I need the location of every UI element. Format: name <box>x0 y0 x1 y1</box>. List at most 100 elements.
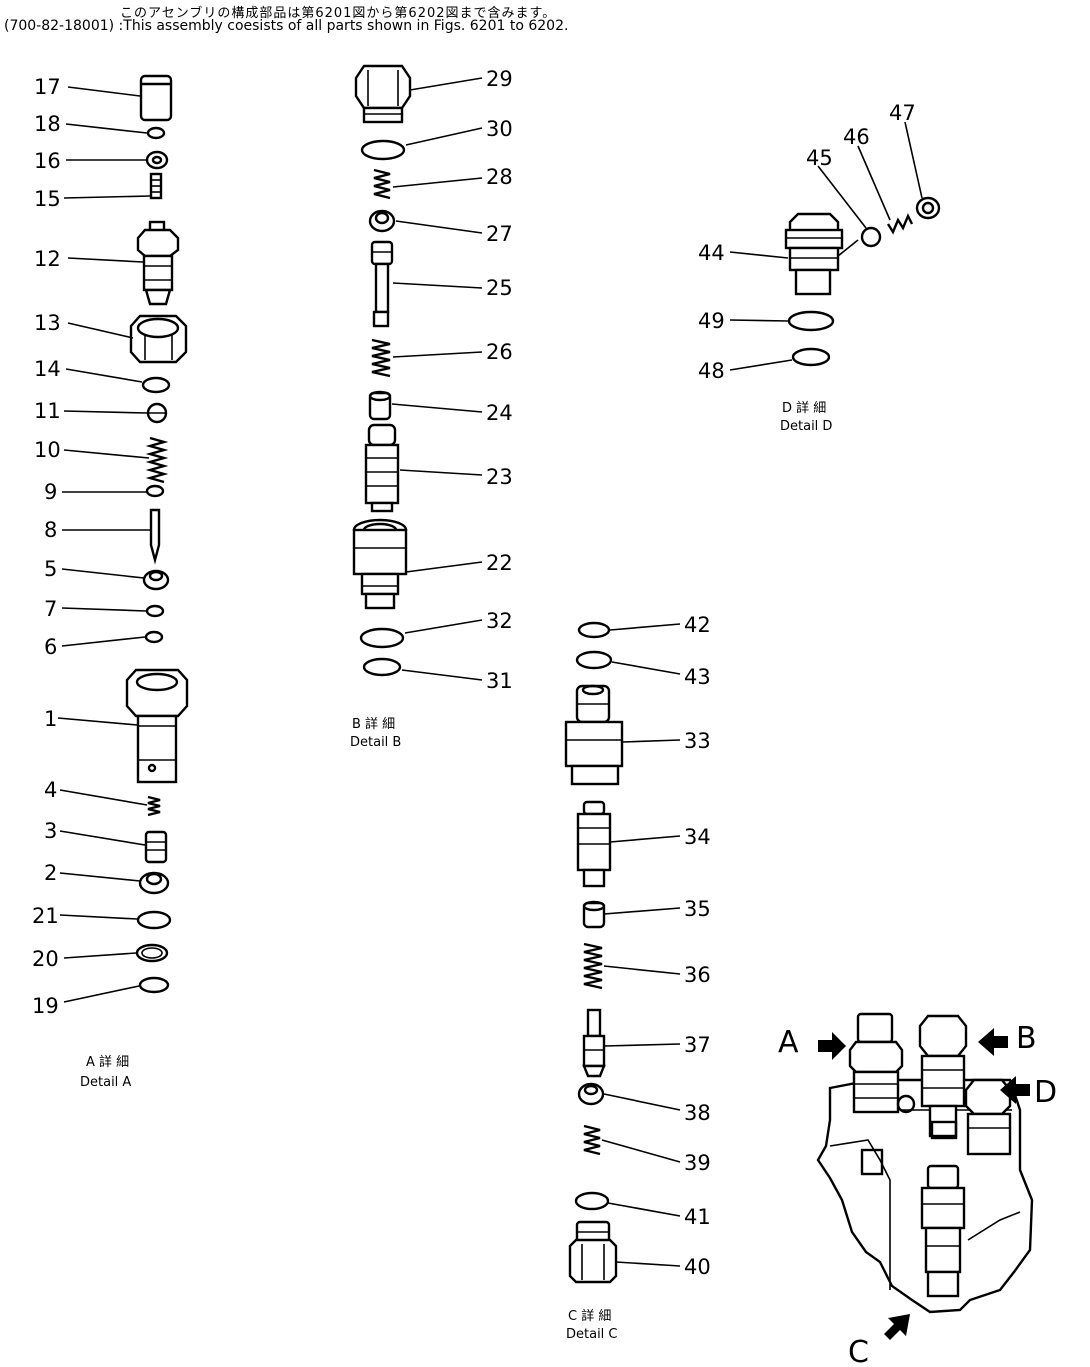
part-3-plug[interactable] <box>144 830 168 864</box>
label-17: 17 <box>34 75 61 99</box>
part-38-seat[interactable] <box>577 1082 605 1106</box>
label-39: 39 <box>684 1151 711 1175</box>
part-19-o-ring[interactable] <box>138 976 170 994</box>
part-17-cap[interactable] <box>139 74 173 122</box>
label-8: 8 <box>44 518 57 542</box>
label-12: 12 <box>34 247 61 271</box>
part-16-nut[interactable] <box>145 150 169 170</box>
part-39-spring[interactable] <box>583 1124 601 1156</box>
part-41-o-ring[interactable] <box>574 1191 610 1211</box>
part-30-o-ring[interactable] <box>360 139 406 161</box>
part-5-seat[interactable] <box>142 569 170 591</box>
part-21-o-ring[interactable] <box>136 910 172 930</box>
assembly-spool-d[interactable] <box>964 1078 1012 1156</box>
label-23: 23 <box>486 465 513 489</box>
part-20-backup-ring[interactable] <box>135 943 169 963</box>
marker-a-letter: A <box>778 1025 799 1060</box>
detail-b-leaders <box>391 77 483 681</box>
part-28-spring[interactable] <box>373 168 391 200</box>
label-28: 28 <box>486 165 513 189</box>
part-14-o-ring[interactable] <box>141 376 171 394</box>
valve-assembly-overview <box>816 1012 1034 1314</box>
label-44: 44 <box>698 241 725 265</box>
part-45-ball[interactable] <box>860 226 882 248</box>
detail-a-labels: 17 18 16 15 12 13 14 11 10 9 8 5 7 6 1 4… <box>32 75 131 1090</box>
detail-d-labels: 45 46 47 44 49 48 D 詳 細 Detail D <box>698 101 916 434</box>
part-18-ring[interactable] <box>146 126 166 140</box>
detail-b-labels: 29 30 28 27 25 26 24 23 22 32 31 B 詳 細 D… <box>350 67 513 750</box>
part-8-pin[interactable] <box>149 508 161 565</box>
part-36-spring[interactable] <box>583 942 603 990</box>
part-37-poppet[interactable] <box>582 1008 606 1078</box>
detail-d-leaders <box>729 121 923 371</box>
label-48: 48 <box>698 359 725 383</box>
part-1-body[interactable] <box>125 668 189 784</box>
label-22: 22 <box>486 551 513 575</box>
part-2-seat[interactable] <box>138 871 170 895</box>
part-47-plug[interactable] <box>915 196 941 220</box>
label-40: 40 <box>684 1255 711 1279</box>
part-43-o-ring[interactable] <box>575 650 613 670</box>
marker-c-letter: C <box>848 1335 869 1367</box>
label-18: 18 <box>34 112 61 136</box>
marker-b-letter: B <box>1016 1021 1037 1056</box>
part-11-ball[interactable] <box>146 402 168 424</box>
part-48-o-ring[interactable] <box>791 347 831 367</box>
label-27: 27 <box>486 222 513 246</box>
label-5: 5 <box>44 557 57 581</box>
part-4-spring[interactable] <box>147 795 161 817</box>
label-2: 2 <box>44 861 57 885</box>
part-29-plug[interactable] <box>354 64 412 124</box>
label-1: 1 <box>44 707 57 731</box>
detail-d-caption-jp: D 詳 細 <box>782 400 826 416</box>
part-22-sleeve[interactable] <box>352 518 408 610</box>
assembly-spool-a[interactable] <box>848 1012 904 1114</box>
label-16: 16 <box>34 149 61 173</box>
part-34-spool[interactable] <box>576 800 612 888</box>
part-10-spring[interactable] <box>145 436 169 484</box>
part-31-o-ring[interactable] <box>362 657 402 677</box>
label-38: 38 <box>684 1101 711 1125</box>
label-9: 9 <box>44 480 57 504</box>
part-44-relief-valve[interactable] <box>784 212 844 296</box>
label-42: 42 <box>684 613 711 637</box>
part-35-piston[interactable] <box>582 900 606 929</box>
part-42-o-ring[interactable] <box>577 621 611 639</box>
label-11: 11 <box>34 399 61 423</box>
part-27-seat[interactable] <box>368 209 396 233</box>
label-4: 4 <box>44 778 57 802</box>
label-20: 20 <box>32 947 59 971</box>
part-40-plug[interactable] <box>568 1220 618 1284</box>
label-36: 36 <box>684 963 711 987</box>
part-33-sleeve[interactable] <box>564 684 624 786</box>
label-21: 21 <box>32 904 59 928</box>
detail-c-parts <box>564 621 624 1284</box>
part-9-ring[interactable] <box>145 484 165 498</box>
label-24: 24 <box>486 401 513 425</box>
label-19: 19 <box>32 994 59 1018</box>
part-24-piston[interactable] <box>368 390 392 421</box>
label-29: 29 <box>486 67 513 91</box>
part-13-hex-nut[interactable] <box>129 314 188 364</box>
part-15-screw[interactable] <box>149 172 163 200</box>
part-26-spring[interactable] <box>371 338 391 378</box>
part-32-o-ring[interactable] <box>359 627 405 649</box>
marker-c-arrow-icon <box>884 1314 910 1340</box>
part-6-ring[interactable] <box>144 630 164 644</box>
part-12-valve[interactable] <box>136 220 180 306</box>
detail-a-caption-en: Detail A <box>80 1075 131 1090</box>
part-46-spring[interactable] <box>886 213 914 235</box>
marker-b-arrow-icon <box>978 1028 1008 1056</box>
label-43: 43 <box>684 665 711 689</box>
assembly-spool-c[interactable] <box>920 1164 966 1298</box>
detail-c-labels: 42 43 33 34 35 36 37 38 39 41 40 C 詳 細 D… <box>566 613 711 1342</box>
detail-a-leaders <box>57 86 151 1003</box>
part-23-spool[interactable] <box>364 423 400 513</box>
part-7-ring[interactable] <box>145 604 165 618</box>
part-25-spool[interactable] <box>370 240 394 328</box>
detail-b-parts <box>352 64 412 677</box>
part-49-o-ring[interactable] <box>787 310 835 332</box>
header-japanese: このアセンブリの構成部品は第6201図から第6202図まで含みます。 <box>120 6 557 21</box>
